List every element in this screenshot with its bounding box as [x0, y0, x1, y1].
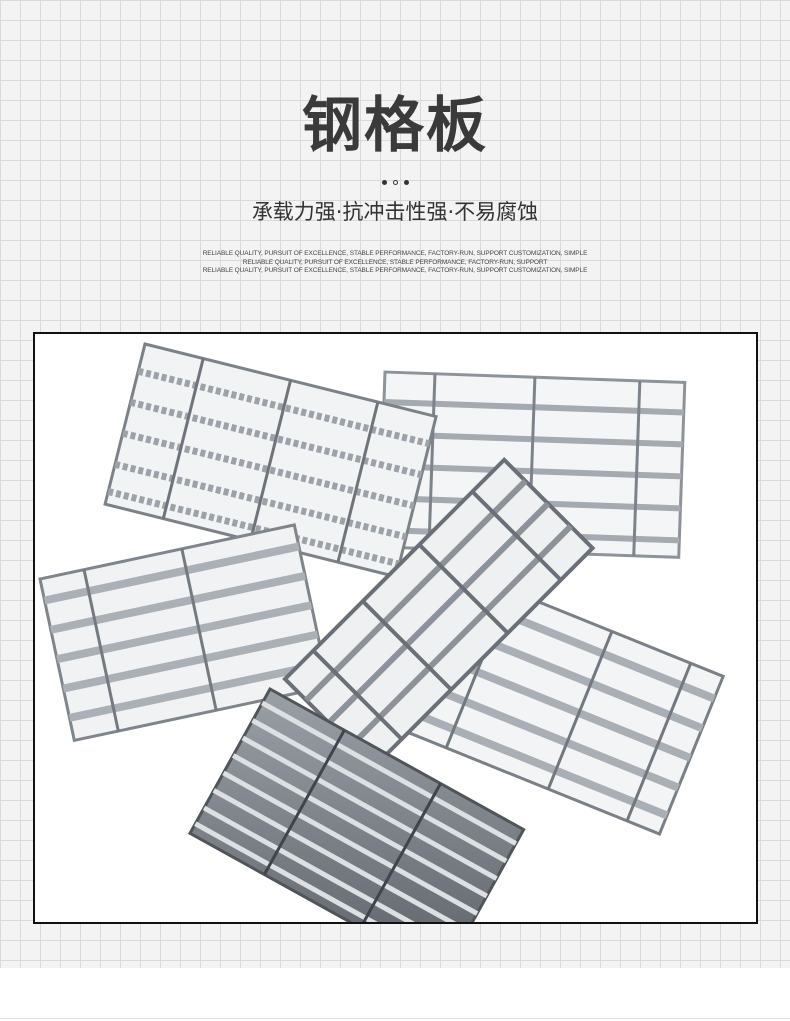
dot-icon	[403, 179, 409, 185]
steel-grating-illustration	[35, 334, 756, 922]
page-title: 钢格板	[302, 91, 488, 161]
bottom-divider	[0, 1018, 790, 1019]
english-tagline: RELIABLE QUALITY, PURSUIT OF EXCELLENCE,…	[0, 250, 790, 276]
tagline-line: RELIABLE QUALITY, PURSUIT OF EXCELLENCE,…	[202, 250, 588, 257]
dot-icon	[381, 179, 387, 185]
decorative-dots	[0, 176, 790, 188]
tagline-line: RELIABLE QUALITY, PURSUIT OF EXCELLENCE,…	[202, 267, 588, 274]
grating-panel-center	[282, 456, 596, 771]
feature-subtitle: 承载力强·抗冲击性强·不易腐蚀	[251, 200, 539, 224]
ring-dot-icon	[392, 179, 398, 185]
tagline-line: RELIABLE QUALITY, PURSUIT OF EXCELLENCE,…	[242, 258, 548, 266]
grating-panel-bottom	[187, 686, 526, 922]
grating-panel-left	[38, 523, 331, 743]
bottom-blank-area	[0, 968, 790, 1021]
product-photo	[33, 332, 758, 924]
